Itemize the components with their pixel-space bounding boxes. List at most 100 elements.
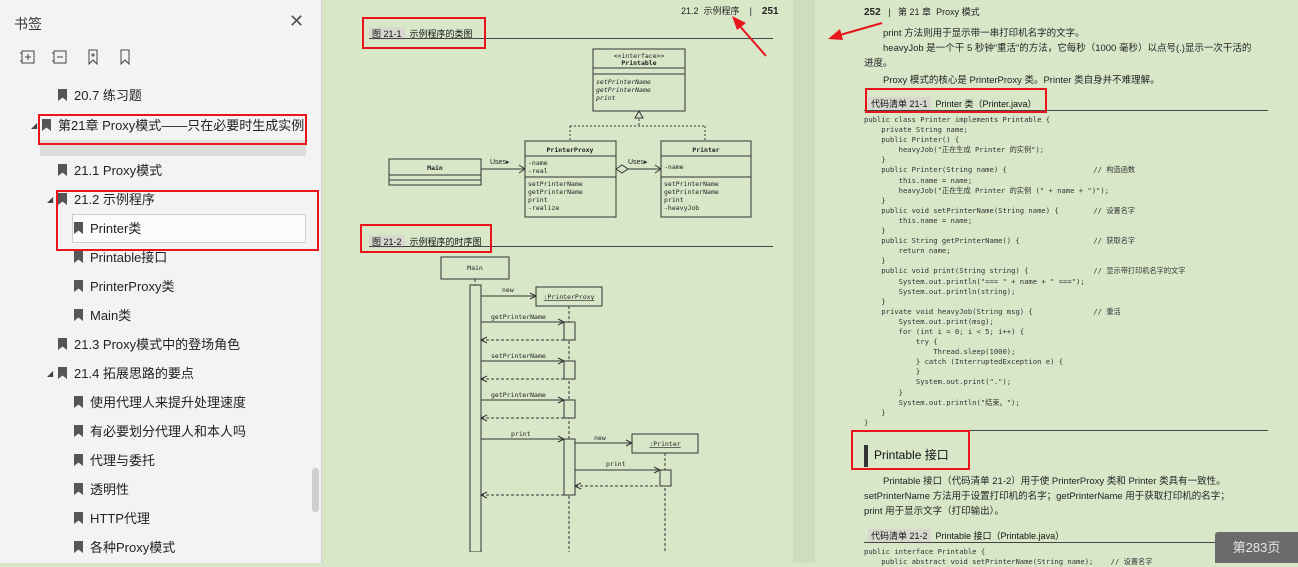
bookmark-item[interactable]: 代理与委托 <box>74 448 155 474</box>
svg-text:Uses▸: Uses▸ <box>490 159 510 166</box>
collapse-arrow-icon[interactable]: ◢ <box>31 121 38 130</box>
svg-text:Main: Main <box>427 164 443 172</box>
caption-rule <box>864 542 1268 543</box>
body-text: Printable 接口（代码清单 21-2）用于使 PrinterProxy … <box>883 476 1226 487</box>
code-listing: public class Printer implements Printabl… <box>864 115 1186 427</box>
svg-text:print: print <box>596 94 616 102</box>
caption-rule <box>369 246 773 247</box>
bookmark-icon <box>42 119 51 131</box>
caption-rule <box>369 38 773 39</box>
body-text: print 方法则用于显示带一串打印机名字的文字。 <box>883 28 1085 39</box>
bookmark-item[interactable]: 使用代理人来提升处理速度 <box>74 390 246 416</box>
add-bookmark-icon[interactable] <box>85 49 101 65</box>
page-number-badge: 第283页 <box>1215 532 1298 563</box>
body-text: print 用于显示文字（打印输出）。 <box>864 506 1004 517</box>
caption-rule <box>864 110 1268 111</box>
page-header: 252 | 第 21 章 Proxy 模式 <box>864 7 980 18</box>
bookmark-item[interactable]: 有必要划分代理人和本人吗 <box>74 419 246 445</box>
bookmark-icon <box>74 512 83 524</box>
bookmark-toolbar <box>20 49 145 67</box>
annotation-box <box>56 190 319 251</box>
collapse-arrow-icon[interactable]: ◢ <box>47 369 54 378</box>
bookmark-item[interactable]: HTTP代理 <box>74 506 150 532</box>
svg-text:print: print <box>511 430 531 438</box>
body-text: setPrinterName 方法用于设置打印机的名字；getPrinterNa… <box>864 491 1230 502</box>
svg-text:Printable: Printable <box>621 59 656 67</box>
annotation-box <box>851 430 970 470</box>
bookmark-icon <box>58 367 67 379</box>
svg-text:setPrinterName: setPrinterName <box>664 180 719 188</box>
bookmark-item[interactable]: PrinterProxy类 <box>74 274 175 300</box>
svg-text:getPrinterName: getPrinterName <box>528 188 583 196</box>
svg-text:-real: -real <box>528 167 548 175</box>
svg-text:getPrinterName: getPrinterName <box>491 313 546 321</box>
annotation-arrow <box>828 22 883 40</box>
svg-text:Printer: Printer <box>692 146 719 154</box>
svg-text:setPrinterName: setPrinterName <box>528 180 583 188</box>
collapse-arrow-icon[interactable]: ◢ <box>47 195 54 204</box>
svg-text:Main: Main <box>467 264 483 272</box>
svg-text:-name: -name <box>528 159 548 167</box>
bookmark-item[interactable]: ◢ 21.2 示例程序 <box>47 187 155 213</box>
bookmark-item[interactable]: 各种Proxy模式 <box>74 535 175 561</box>
bookmark-item[interactable]: 20.7 练习题 <box>58 83 142 109</box>
sequence-diagram: Main new :PrinterProxy getPrinterName se… <box>440 256 699 552</box>
body-text: 进度。 <box>864 58 893 69</box>
section-heading: Printable 接口 <box>864 445 949 467</box>
svg-text:Uses▸: Uses▸ <box>628 159 648 166</box>
svg-text:getPrinterName: getPrinterName <box>596 86 651 94</box>
page-header: 21.2 示例程序 | 251 <box>681 6 779 17</box>
bookmark-item[interactable]: 21.1 Proxy模式 <box>58 158 162 184</box>
sidebar-scrollbar[interactable] <box>312 468 319 512</box>
svg-text:print: print <box>664 196 684 204</box>
svg-text:setPrinterName: setPrinterName <box>596 78 651 86</box>
svg-text:<<interface>>: <<interface>> <box>614 52 665 60</box>
body-text: Proxy 模式的核心是 PrinterProxy 类。Printer 类自身并… <box>883 75 1160 86</box>
expand-all-icon[interactable] <box>20 49 36 65</box>
bookmark-icon <box>74 454 83 466</box>
class-diagram: <<interface>> Printable setPrinterName g… <box>388 48 752 218</box>
bookmark-item[interactable]: 21.3 Proxy模式中的登场角色 <box>58 332 240 358</box>
current-item-box <box>72 214 306 243</box>
annotation-box <box>362 17 486 49</box>
collapse-all-icon[interactable] <box>52 49 68 65</box>
bookmark-icon <box>74 251 83 263</box>
bookmark-icon <box>74 280 83 292</box>
svg-text:-realize: -realize <box>528 204 559 212</box>
bookmark-icon <box>74 425 83 437</box>
svg-text::PrinterProxy: :PrinterProxy <box>544 293 595 301</box>
bookmark-icon[interactable] <box>117 49 133 65</box>
bookmark-item-chapter21[interactable]: ◢ 第21章 Proxy模式——只在必要时生成实例 <box>31 113 304 139</box>
bookmark-icon <box>74 309 83 321</box>
bookmark-icon <box>74 483 83 495</box>
svg-text:getPrinterName: getPrinterName <box>491 391 546 399</box>
svg-text:getPrinterName: getPrinterName <box>664 188 719 196</box>
bookmark-item[interactable]: Printable接口 <box>74 245 167 271</box>
page-gap <box>793 0 815 563</box>
svg-text:print: print <box>528 196 548 204</box>
svg-text:print: print <box>606 460 626 468</box>
bookmark-icon <box>74 222 83 234</box>
bookmark-panel: 书签 ✕ 20.7 练习题 ◢ 第21章 Proxy模式——只在必要时生成实例 … <box>0 0 322 563</box>
body-text: heavyJob 是一个干 5 秒钟“重活”的方法，它每秒（1000 毫秒）以点… <box>883 43 1252 54</box>
bookmark-item[interactable]: ◢ 21.4 拓展思路的要点 <box>47 361 194 387</box>
svg-text::Printer: :Printer <box>649 440 680 448</box>
bookmark-item[interactable]: 透明性 <box>74 477 129 503</box>
annotation-box <box>38 114 307 145</box>
svg-text:new: new <box>594 434 606 442</box>
code-listing: public interface Printable { public abst… <box>864 547 1153 567</box>
bookmark-icon <box>74 396 83 408</box>
bookmark-item-selected[interactable]: Printer类 <box>74 216 141 242</box>
close-icon[interactable]: ✕ <box>289 11 305 31</box>
section-rule <box>864 430 1268 431</box>
annotation-box <box>865 88 1047 113</box>
bookmark-icon <box>58 338 67 350</box>
bookmark-item[interactable]: Main类 <box>74 303 131 329</box>
bookmark-icon <box>58 164 67 176</box>
bookmark-icon <box>58 89 67 101</box>
annotation-box <box>360 224 492 253</box>
annotation-arrow <box>732 16 767 57</box>
